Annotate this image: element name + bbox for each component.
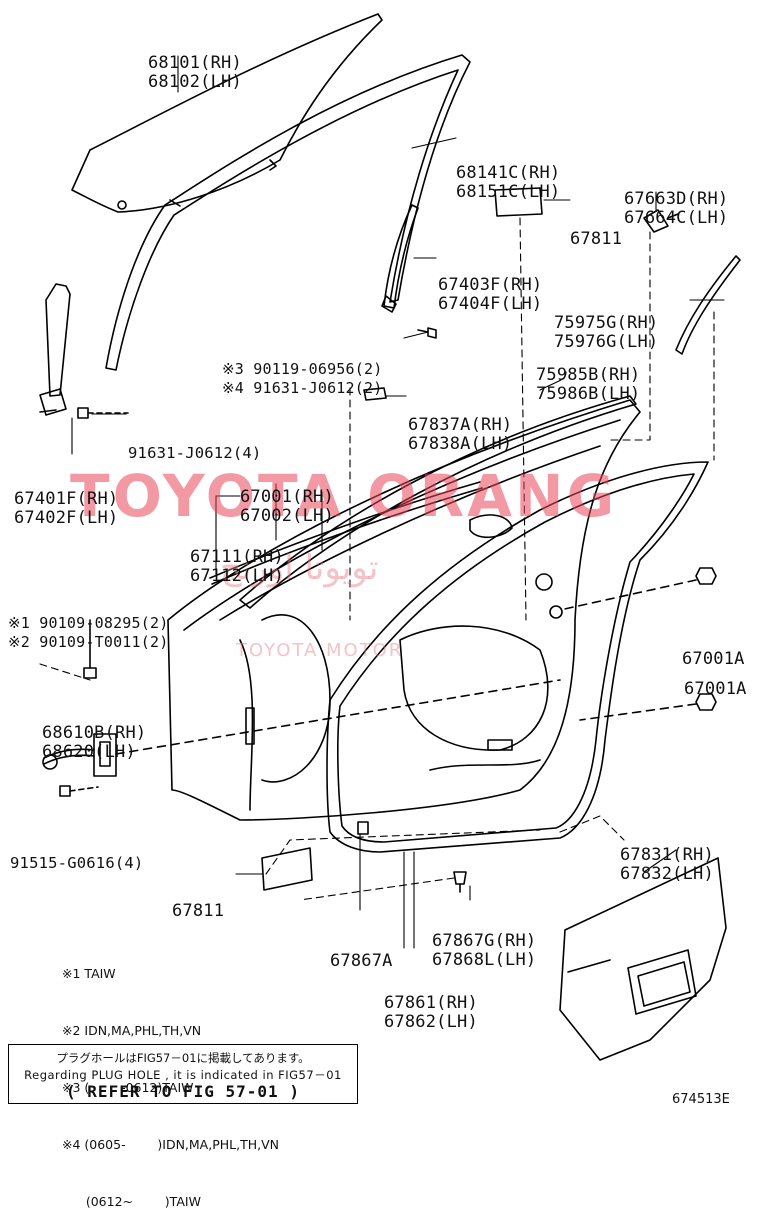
label-67867G: 67867G(RH)67868L(LH) bbox=[432, 931, 537, 970]
illustration-id: 674513E bbox=[672, 1092, 730, 1107]
note-2: ※2 IDN,MA,PHL,TH,VN bbox=[62, 1023, 202, 1038]
door-exploded-diagram bbox=[39, 13, 741, 1061]
label-67867A: 67867A bbox=[330, 951, 393, 971]
division-bar bbox=[381, 204, 419, 313]
label-90109: ※1 90109-08295(2)※2 90109-T0011(2) bbox=[8, 614, 169, 651]
label-91515: 91515-G0616(4) bbox=[10, 854, 144, 872]
label-90119: ※3 90119-06956(2)※4 91631-J0612(2) bbox=[222, 360, 383, 397]
label-67001: 67001(RH)67002(LH) bbox=[240, 487, 334, 526]
hole-cover-top bbox=[494, 187, 543, 217]
door-weatherstrip bbox=[326, 461, 709, 853]
door-check bbox=[42, 679, 561, 777]
plug-hole-reference-box: プラグホールはFIG57－01に掲載してあります。 Regarding PLUG… bbox=[8, 1044, 358, 1104]
label-91631: 91631-J0612(4) bbox=[128, 444, 262, 462]
footnote-english: Regarding PLUG HOLE , it is indicated in… bbox=[24, 1068, 342, 1082]
label-67831: 67831(RH)67832(LH) bbox=[620, 845, 714, 884]
label-67811-bottom: 67811 bbox=[172, 901, 225, 921]
bolt-91631 bbox=[77, 407, 129, 419]
clip-67867 bbox=[357, 821, 467, 893]
hole-cover-bottom bbox=[261, 847, 313, 891]
label-75985B: 75985B(RH)75986B(LH) bbox=[536, 365, 641, 404]
label-67001A-2: 67001A bbox=[684, 679, 747, 699]
cushion-67837A bbox=[363, 387, 387, 401]
note-3: ※3 ( -0612)TAIW bbox=[62, 1080, 194, 1095]
label-68101: 68101(RH)68102(LH) bbox=[148, 53, 242, 92]
frame-molding-small bbox=[643, 209, 679, 233]
note-1: ※1 TAIW bbox=[62, 966, 116, 981]
belt-molding-rear bbox=[675, 255, 741, 355]
door-glass bbox=[71, 13, 383, 213]
belt-molding-outer bbox=[239, 395, 637, 609]
bolt-90109 bbox=[83, 619, 97, 679]
label-67403F: 67403F(RH)67404F(LH) bbox=[438, 275, 543, 314]
note-5: (0612~ )TAIW bbox=[62, 1194, 201, 1209]
glass-run-channel bbox=[105, 54, 471, 371]
label-75975G: 75975G(RH)75976G(LH) bbox=[554, 313, 659, 352]
label-67001A-1: 67001A bbox=[682, 649, 745, 669]
label-68610B: 68610B(RH)68620(LH) bbox=[42, 723, 147, 762]
bolt-67001A bbox=[559, 567, 717, 721]
inner-belt-weatherstrip bbox=[209, 481, 483, 585]
refer-to-fig-link[interactable]: ( REFER TO FIG 57-01 ) bbox=[66, 1082, 300, 1101]
note-4: ※4 (0605- )IDN,MA,PHL,TH,VN bbox=[62, 1137, 279, 1152]
front-lower-frame bbox=[39, 283, 71, 416]
label-67663D: 67663D(RH)67664C(LH) bbox=[624, 189, 729, 228]
label-67861: 67861(RH)67862(LH) bbox=[384, 993, 478, 1032]
label-67401F: 67401F(RH)67402F(LH) bbox=[14, 489, 119, 528]
label-67811-top: 67811 bbox=[570, 229, 623, 249]
label-67837A: 67837A(RH)67838A(LH) bbox=[408, 415, 513, 454]
bolt-91515 bbox=[59, 785, 99, 797]
label-67111: 67111(RH)67112(LH) bbox=[190, 547, 284, 586]
door-trim-panel bbox=[559, 857, 727, 1061]
bolt-90119 bbox=[417, 327, 437, 339]
label-68141C: 68141C(RH)68151C(LH) bbox=[456, 163, 561, 202]
footnote-japanese: プラグホールはFIG57－01に掲載してあります。 bbox=[56, 1051, 310, 1065]
